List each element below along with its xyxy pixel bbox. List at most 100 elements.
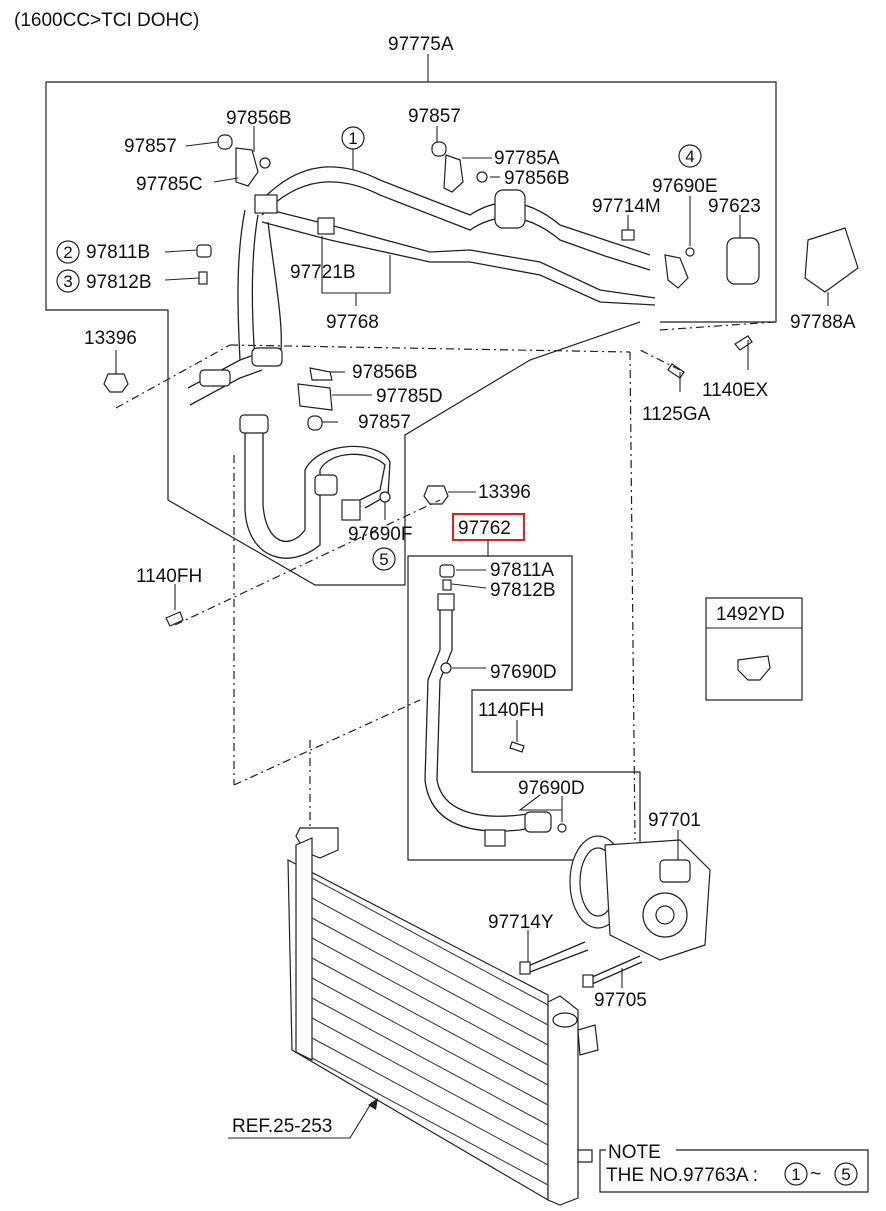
bolt-icon <box>621 229 635 241</box>
label-97785A[interactable]: 97785A <box>494 148 560 169</box>
cap-icon <box>431 141 447 157</box>
label-97856B-right[interactable]: 97856B <box>504 168 570 189</box>
service-valve-icon <box>199 369 231 387</box>
label-97785D[interactable]: 97785D <box>376 386 443 407</box>
o-ring-icon <box>309 367 333 381</box>
reference-lines <box>115 321 776 841</box>
block-fitting-icon <box>524 811 552 833</box>
cap-icon <box>439 564 455 578</box>
label-1140EX[interactable]: 1140EX <box>702 380 769 401</box>
label-97857-left[interactable]: 97857 <box>124 136 177 157</box>
svg-text:3: 3 <box>63 272 72 291</box>
svg-text:1: 1 <box>348 129 357 148</box>
label-97690D-lower[interactable]: 97690D <box>518 778 585 799</box>
receiver-cover-icon <box>804 227 859 293</box>
cap-icon <box>196 244 212 258</box>
label-97768[interactable]: 97768 <box>326 312 379 333</box>
label-97721B[interactable]: 97721B <box>290 262 356 283</box>
svg-text:4: 4 <box>685 147 694 166</box>
compressor-bolts <box>519 930 643 988</box>
clamp-icon <box>317 217 335 235</box>
clip-icon <box>737 655 771 681</box>
note-callout-to: 5 <box>834 1162 858 1186</box>
hose-ferrule-icon <box>437 593 455 611</box>
label-97690D-upper[interactable]: 97690D <box>490 662 557 683</box>
label-97762[interactable]: 97762 <box>458 518 511 539</box>
bolt-icon <box>509 741 525 753</box>
pressure-switch-icon <box>726 237 760 285</box>
label-1140FH-mid[interactable]: 1140FH <box>478 700 544 721</box>
suction-hose-assembly <box>187 166 656 559</box>
engine-spec-label: (1600CC>TCI DOHC) <box>14 10 199 31</box>
callout-1[interactable]: 1 <box>341 126 365 170</box>
callout-5[interactable]: 5 <box>372 547 396 571</box>
note-separator: ~ <box>810 1164 821 1185</box>
discharge-hose-97762-frame <box>407 540 641 861</box>
cap-icon <box>217 134 233 150</box>
bolt-head-icon <box>519 961 531 975</box>
o-ring-icon <box>440 662 452 674</box>
hose-ferrule-icon <box>484 829 506 847</box>
label-97812B-mid[interactable]: 97812B <box>490 580 556 601</box>
clip-1492YD-box <box>705 597 803 701</box>
label-97811A[interactable]: 97811A <box>490 560 554 581</box>
svg-text:5: 5 <box>841 1165 850 1184</box>
label-97811B[interactable]: 97811B <box>86 242 150 263</box>
condenser-fins <box>311 877 549 1186</box>
callout-2[interactable]: 2 <box>56 240 80 264</box>
hose-ferrule-icon <box>239 414 269 434</box>
note-box <box>599 1149 869 1193</box>
block-fitting-icon <box>251 347 283 367</box>
nut-icon <box>423 485 449 505</box>
label-97714Y[interactable]: 97714Y <box>488 912 554 933</box>
label-97785C[interactable]: 97785C <box>136 174 203 195</box>
o-ring-icon <box>685 247 695 257</box>
svg-text:1: 1 <box>791 1165 800 1184</box>
svg-text:2: 2 <box>63 243 72 262</box>
bolt-icon <box>667 363 685 379</box>
o-ring-icon <box>379 491 391 503</box>
valve-core-icon <box>235 147 259 187</box>
label-1140FH-left[interactable]: 1140FH <box>136 566 202 587</box>
fitting-icon <box>664 254 689 289</box>
label-13396-left[interactable]: 13396 <box>84 328 137 349</box>
ref-label[interactable]: REF.25-253 <box>232 1116 332 1137</box>
label-97857-low[interactable]: 97857 <box>358 412 411 433</box>
label-97701[interactable]: 97701 <box>648 810 701 831</box>
bolt-icon <box>734 335 753 351</box>
valve-core-icon <box>443 154 464 193</box>
condenser <box>287 827 599 1206</box>
o-ring-icon <box>557 823 567 833</box>
label-97705[interactable]: 97705 <box>594 990 647 1011</box>
hose-coupler-icon <box>494 189 526 229</box>
discharge-hose <box>424 564 567 847</box>
o-ring-icon <box>476 171 488 183</box>
valve-core-icon <box>442 579 452 591</box>
label-97690F[interactable]: 97690F <box>348 524 412 545</box>
bolt-icon <box>165 611 184 627</box>
bracket-icon <box>297 383 333 411</box>
label-97690E[interactable]: 97690E <box>652 176 718 197</box>
label-97856B-top[interactable]: 97856B <box>226 108 292 129</box>
label-97714M[interactable]: 97714M <box>592 196 661 217</box>
note-callout-from: 1 <box>784 1162 808 1186</box>
label-1492YD[interactable]: 1492YD <box>716 604 785 625</box>
hose-ferrule-icon <box>314 474 338 496</box>
label-97775A[interactable]: 97775A <box>388 34 454 55</box>
callout-4[interactable]: 4 <box>678 144 702 168</box>
leaders-upper <box>115 126 829 610</box>
svg-text:5: 5 <box>379 550 388 569</box>
label-97623[interactable]: 97623 <box>708 196 761 217</box>
label-97788A[interactable]: 97788A <box>790 312 856 333</box>
label-97856B-low[interactable]: 97856B <box>352 362 418 383</box>
bolt-head-icon <box>582 974 594 988</box>
note-title: NOTE <box>608 1142 661 1163</box>
callout-3[interactable]: 3 <box>56 269 80 293</box>
o-ring-icon <box>259 157 271 169</box>
compressor-97701 <box>569 830 711 961</box>
label-13396-mid[interactable]: 13396 <box>478 482 531 503</box>
label-97857-mid[interactable]: 97857 <box>408 106 461 127</box>
label-97812B-top[interactable]: 97812B <box>86 272 152 293</box>
label-1125GA[interactable]: 1125GA <box>642 404 711 425</box>
